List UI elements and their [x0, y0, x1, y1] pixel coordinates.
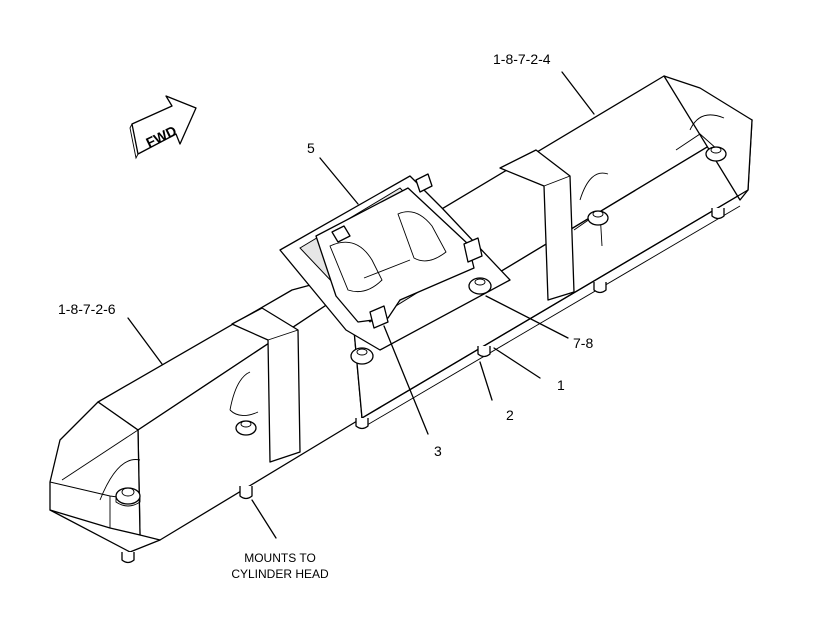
callout-1-8-7-2-6: 1-8-7-2-6	[58, 301, 116, 317]
nut-connector-left	[350, 347, 374, 365]
note-line-2: CYLINDER HEAD	[231, 567, 329, 581]
callout-1: 1	[557, 377, 565, 393]
nut-left-middle	[235, 420, 257, 436]
callout-1-8-7-2-4: 1-8-7-2-4	[493, 51, 551, 67]
nut-right-middle	[587, 210, 609, 226]
nut-connector-right	[468, 277, 492, 295]
nut-left-end	[115, 487, 141, 507]
callout-3: 3	[434, 443, 442, 459]
manifold-left-section	[49, 282, 363, 553]
note-line-1: MOUNTS TO	[244, 551, 316, 565]
callout-2: 2	[506, 407, 514, 423]
callout-5: 5	[307, 140, 315, 156]
mounting-studs	[121, 208, 725, 564]
nut-right-end	[705, 146, 727, 162]
leader-lines	[127, 71, 595, 539]
forward-arrow: FWD	[129, 95, 197, 160]
elbow-connector	[315, 173, 483, 329]
callout-7-8: 7-8	[573, 335, 593, 351]
